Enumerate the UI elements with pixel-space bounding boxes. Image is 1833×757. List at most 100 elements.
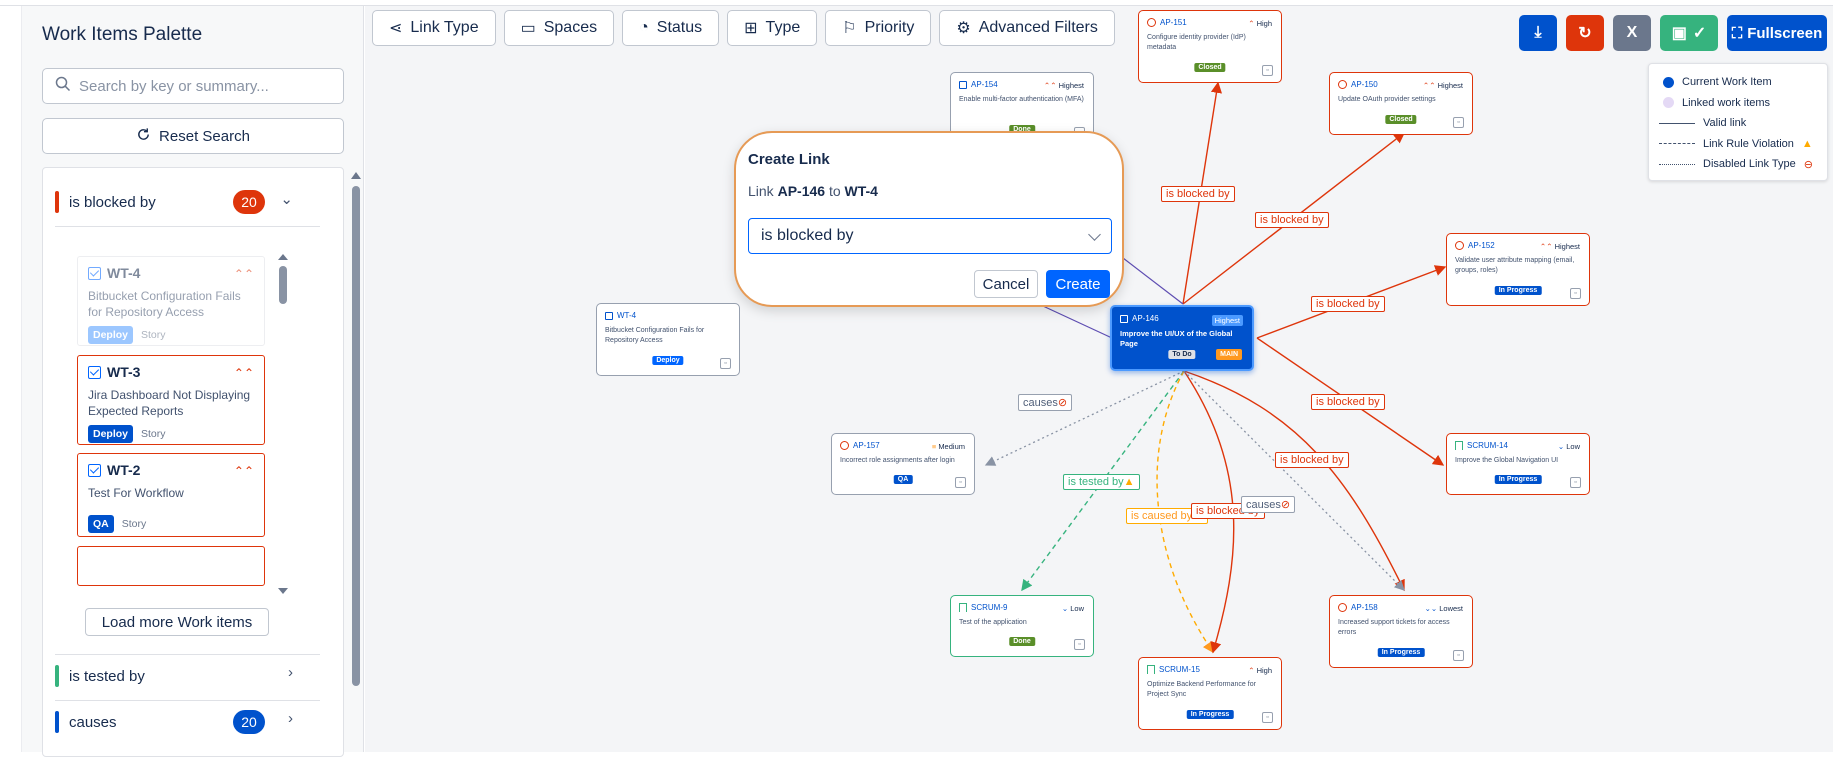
edge-label[interactable]: is caused by▲ (1126, 508, 1209, 524)
node-ap-158[interactable]: AP-158 ⌄⌄ Lowest Increased support ticke… (1329, 595, 1473, 668)
node-key: WT-4 (617, 311, 637, 320)
create-button[interactable]: Create (1046, 270, 1110, 298)
solid-line-swatch (1659, 122, 1695, 124)
group-color-bar (55, 191, 59, 213)
edge-label[interactable]: is blocked by (1311, 394, 1385, 410)
group-header-is-tested-by[interactable]: is tested by › (55, 656, 305, 696)
palette-scrollbar[interactable] (350, 172, 362, 752)
legend-linked: Linked work items (1682, 96, 1771, 109)
list-scrollbar[interactable] (277, 254, 289, 594)
bug-icon (1338, 80, 1347, 89)
create-link-dialog: Create Link Link AP-146 to WT-4 is block… (734, 131, 1124, 307)
node-status: In Progress (1186, 710, 1234, 719)
node-key: AP-158 (1351, 603, 1378, 612)
chevron-down-icon[interactable]: ⌄ (280, 191, 293, 208)
work-items-palette: Work Items Palette Reset Search is block… (22, 6, 364, 757)
work-item-tag: Deploy (88, 425, 134, 443)
load-more-button[interactable]: Load more Work items (85, 608, 269, 636)
work-item-card[interactable] (77, 546, 265, 586)
edge-label[interactable]: is tested by▲ (1063, 474, 1140, 490)
graph-legend: Current Work Item Linked work items Vali… (1648, 63, 1828, 181)
filter-label: Status (656, 19, 703, 36)
story-icon (1147, 665, 1155, 674)
fullscreen-button[interactable]: ⛶Fullscreen (1727, 15, 1827, 51)
refresh-button[interactable]: ↻ (1566, 15, 1604, 51)
reset-search-button[interactable]: Reset Search (42, 118, 344, 154)
node-ap-152[interactable]: AP-152 ⌃⌃ Highest Validate user attribut… (1446, 233, 1590, 306)
trash-icon[interactable]: ▫ (1074, 639, 1085, 650)
trash-icon[interactable]: ▫ (1453, 650, 1464, 661)
trash-icon[interactable]: ▫ (720, 358, 731, 369)
node-ap-157[interactable]: AP-157 ≡ Medium Incorrect role assignmen… (831, 433, 975, 495)
node-priority: Highest (1211, 315, 1243, 326)
group-count-badge: 20 (233, 710, 265, 734)
trash-icon[interactable]: ▫ (1570, 288, 1581, 299)
node-key: AP-150 (1351, 80, 1378, 89)
node-scrum-9[interactable]: SCRUM-9 ⌄ Low Test of the application Do… (950, 595, 1094, 657)
node-ap-150[interactable]: AP-150 ⌃⌃ Highest Update OAuth provider … (1329, 72, 1473, 135)
node-wt-4[interactable]: WT-4 Bitbucket Configuration Fails for R… (596, 303, 740, 376)
search-input[interactable] (79, 77, 329, 95)
dotted-line-swatch (1659, 163, 1695, 165)
edge-label[interactable]: is blocked by (1275, 452, 1349, 468)
work-item-type: Story (121, 518, 147, 530)
close-button[interactable]: X (1613, 15, 1651, 51)
filter-priority-button[interactable]: ⚐Priority (825, 10, 932, 46)
work-item-summary: Test For Workflow (88, 486, 184, 500)
trash-icon[interactable]: ▫ (1453, 117, 1464, 128)
bug-icon (1338, 603, 1347, 612)
filter-advanced-button[interactable]: ⚙Advanced Filters (939, 10, 1115, 46)
expand-icon: ⛶ (1731, 24, 1743, 42)
trash-icon[interactable]: ▫ (1570, 477, 1581, 488)
search-box[interactable] (42, 68, 344, 104)
download-button[interactable]: ⤓ (1519, 15, 1557, 51)
trash-icon[interactable]: ▫ (955, 477, 966, 488)
edge-label[interactable]: causes⊘ (1241, 496, 1296, 513)
filter-type-button[interactable]: ⊞Type (727, 10, 818, 46)
edge-label[interactable]: is blocked by (1161, 186, 1235, 202)
trash-icon[interactable]: ▫ (1262, 65, 1273, 76)
link-type-select[interactable]: is blocked by (748, 218, 1112, 254)
work-item-key: WT-4 (107, 265, 141, 281)
priority-highest-icon: ⌃⌃ (233, 267, 254, 281)
legend-current: Current Work Item (1682, 76, 1772, 89)
node-scrum-15[interactable]: SCRUM-15 ⌃ High Optimize Backend Perform… (1138, 657, 1282, 730)
group-divider (55, 654, 320, 655)
chevron-right-icon[interactable]: › (288, 710, 293, 727)
node-priority: ⌃⌃ Highest (1422, 81, 1463, 90)
node-summary: Test of the application (959, 619, 1027, 626)
edge-label[interactable]: is blocked by (1255, 212, 1329, 228)
node-key: AP-154 (971, 80, 998, 89)
trash-icon[interactable]: ▫ (1262, 712, 1273, 723)
work-item-key: WT-3 (107, 364, 141, 380)
filter-spaces-button[interactable]: ▭Spaces (503, 10, 615, 46)
window-top-border (0, 0, 1833, 6)
group-label: is blocked by (69, 193, 156, 211)
group-header-causes[interactable]: causes 20 › (55, 702, 305, 742)
node-scrum-14[interactable]: SCRUM-14 ⌄ Low Improve the Global Naviga… (1446, 433, 1590, 495)
link-type-value: is blocked by (761, 227, 854, 244)
work-item-type: Story (141, 428, 166, 440)
edge-label[interactable]: is blocked by (1311, 296, 1385, 312)
task-icon (88, 266, 101, 280)
filter-status-button[interactable]: ◔Status (622, 10, 720, 46)
graph-canvas[interactable] (365, 6, 1833, 752)
node-priority: ⌃⌃ Highest (1043, 81, 1084, 90)
node-priority: ≡ Medium (931, 442, 965, 451)
chevron-right-icon[interactable]: › (288, 664, 293, 681)
group-header-is-blocked-by[interactable]: is blocked by 20 ⌄ (55, 182, 305, 222)
priority-highest-icon: ⌃⌃ (233, 464, 254, 478)
work-item-card[interactable]: WT-3 ⌃⌃ Jira Dashboard Not Displaying Ex… (77, 355, 265, 445)
work-item-card[interactable]: WT-4 ⌃⌃ Bitbucket Configuration Fails fo… (77, 256, 265, 346)
work-item-type: Story (141, 329, 166, 341)
filter-link-type-button[interactable]: ⋖Link Type (372, 10, 496, 46)
node-ap-151[interactable]: AP-151 ⌃ High Configure identity provide… (1138, 10, 1282, 83)
node-ap-146-current[interactable]: AP-146 Highest Improve the UI/UX of the … (1110, 305, 1254, 371)
save-button[interactable]: ▣✓ (1660, 15, 1718, 51)
cancel-button[interactable]: Cancel (974, 270, 1038, 298)
edge-label[interactable]: causes⊘ (1018, 394, 1073, 411)
dialog-title: Create Link (748, 151, 830, 168)
group-label: is tested by (69, 667, 145, 685)
